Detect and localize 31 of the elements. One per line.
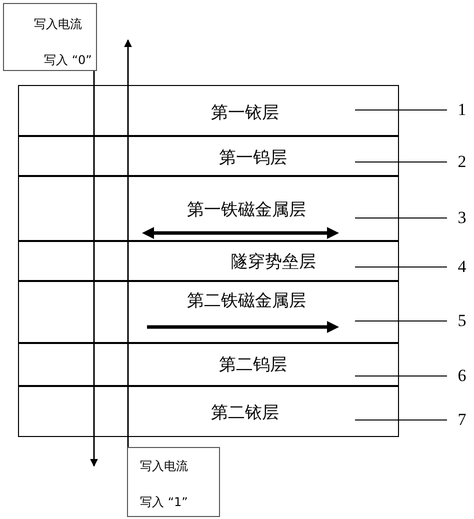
- callout-text: 写入电流: [34, 16, 82, 33]
- current-arrow: [124, 39, 132, 447]
- layer-label: 第二铁磁金属层: [187, 290, 306, 312]
- layer-box: [18, 240, 399, 282]
- layer-label: 隧穿势垒层: [231, 251, 316, 273]
- current-arrow: [90, 71, 98, 467]
- callout-number: 5: [452, 311, 472, 331]
- callout-number: 3: [452, 208, 472, 228]
- leader-line: [354, 266, 448, 268]
- callout-text: 写入 “0”: [44, 52, 92, 69]
- callout-box: [127, 447, 220, 517]
- layer-label: 第一钨层: [219, 147, 287, 169]
- layer-label: 第一铱层: [211, 102, 279, 124]
- callout-number: 1: [452, 100, 472, 120]
- layer-box: [18, 135, 399, 176]
- callout-number: 4: [452, 257, 472, 277]
- callout-number: 7: [452, 410, 472, 430]
- callout-number: 6: [452, 366, 472, 386]
- layer-label: 第二铱层: [211, 402, 279, 424]
- callout-text: 写入电流: [140, 458, 188, 475]
- layer-box: [18, 85, 399, 136]
- layer-box: [18, 280, 399, 344]
- callout-number: 2: [452, 152, 472, 172]
- callout-text: 写入 “1”: [140, 494, 188, 511]
- layer-box: [18, 342, 399, 386]
- layer-box: [18, 385, 399, 436]
- layer-label: 第一铁磁金属层: [187, 199, 306, 221]
- layer-label: 第二钨层: [219, 354, 287, 376]
- leader-line: [354, 320, 448, 322]
- callout-box: [3, 3, 97, 71]
- layer-box: [18, 175, 399, 242]
